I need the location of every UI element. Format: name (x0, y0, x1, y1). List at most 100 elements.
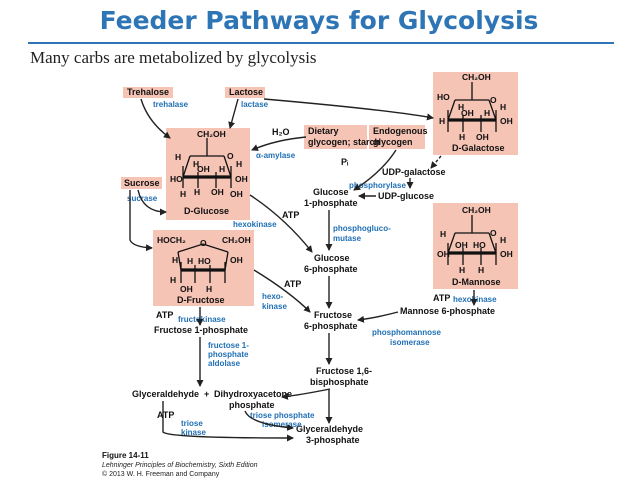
galactose-h3: H (484, 108, 490, 118)
d-mannose-box (433, 203, 518, 289)
mannose-h4: H (478, 265, 484, 275)
fructose-1-phosphate-label: Fructose 1-phosphate (154, 325, 248, 335)
phosphoglucomutase-label-2: mutase (333, 234, 362, 243)
phosphomannose-isomerase-label-1: phosphomannose (372, 328, 441, 337)
aldolase-label-3: aldolase (208, 359, 241, 368)
lactose-label: Lactose (229, 87, 263, 97)
glucose-1-phosphate-label-1: Glucose (313, 187, 349, 197)
aldolase-label-1: fructose 1- (208, 341, 249, 350)
d-fructose-box (153, 230, 254, 306)
fructose-ho: HO (198, 256, 211, 266)
d-galactose-label: D-Galactose (452, 143, 505, 153)
endogenous-glycogen-box (369, 125, 425, 149)
glyceraldehyde-label: Glyceraldehyde (132, 389, 199, 399)
glucose-ch2oh: CH₂OH (197, 129, 226, 139)
g3p-label-1: Glyceraldehyde (296, 424, 363, 434)
glucose-h3: H (236, 159, 242, 169)
sucrose-label: Sucrose (124, 178, 160, 188)
tpi-label-1: triose phosphate (250, 411, 315, 420)
atp-label-5: ATP (433, 293, 450, 303)
d-galactose-box (433, 72, 518, 155)
hexokinase-label-1: hexokinase (233, 220, 277, 229)
trehalose-label: Trehalose (127, 87, 169, 97)
triose-kinase-label-2: kinase (181, 428, 206, 437)
fructose-6-phosphate-label-2: 6-phosphate (304, 321, 358, 331)
mannose-ch2oh: CH₂OH (462, 205, 491, 215)
glucose-1-phosphate-label-2: 1-phosphate (304, 198, 358, 208)
trehalose-box (123, 87, 173, 98)
hexokinase-label-2b: kinase (262, 302, 287, 311)
arrow-dhap-g3p (244, 410, 294, 431)
fructose-oh1: OH (230, 255, 243, 265)
galactose-ch2oh: CH₂OH (462, 72, 491, 82)
fructose-oh2: OH (180, 284, 193, 294)
figure-number: Figure 14-11 (102, 451, 149, 460)
fructose-hoch2: HOCH₂ (157, 235, 186, 245)
galactose-ho: HO (437, 92, 450, 102)
glucose-o: O (227, 151, 234, 161)
pi-label: Pᵢ (341, 157, 349, 167)
atp-label-1: ATP (282, 210, 299, 220)
glucose-h1: H (175, 152, 181, 162)
arrow-sucrose-glucose (137, 189, 167, 216)
g3p-label-2: 3-phosphate (306, 435, 360, 445)
plus-sign: + (204, 389, 209, 399)
d-glucose-box (166, 128, 250, 220)
d-mannose-label: D-Mannose (452, 277, 501, 287)
arrow-fructose-f6p (253, 269, 311, 313)
mannose-6-phosphate-label: Mannose 6-phosphate (400, 306, 495, 316)
galactose-ring (447, 82, 497, 132)
hexokinase-label-3: hexokinase (453, 295, 497, 304)
fructose-6-phosphate-label-1: Fructose (314, 310, 352, 320)
glucose-h2: H (193, 159, 199, 169)
glucose-h6: H (180, 189, 186, 199)
glucose-oh3: OH (211, 187, 224, 197)
figure-copyright: © 2013 W. H. Freeman and Company (102, 470, 220, 478)
amylase-label: α-amylase (256, 151, 296, 160)
arrow-glycogen-g1p (353, 149, 397, 191)
aldolase-label-2: phosphate (208, 350, 249, 359)
title-underline (28, 42, 614, 44)
arrow-fbp-dhap (281, 388, 331, 400)
galactose-oh2: OH (500, 116, 513, 126)
arrow-sucrose-fructose (129, 190, 153, 252)
atp-label-2: ATP (284, 279, 301, 289)
arrow-glucose-g6p (249, 194, 313, 253)
phosphoglucomutase-label-1: phosphogluco- (333, 224, 391, 233)
figure-source: Lehninger Principles of Biochemistry, Si… (102, 462, 258, 469)
mannose-oh1: OH (455, 240, 468, 250)
phosphorylase-label: phosphorylase (349, 181, 406, 190)
udp-galactose-label: UDP-galactose (382, 167, 446, 177)
dietary-label-2: glycogen; starch (308, 137, 380, 147)
mannose-oh2: OH (437, 249, 450, 259)
tpi-label-2: isomerase (262, 420, 302, 429)
galactose-h2: H (500, 102, 506, 112)
glucose-oh1: OH (197, 164, 210, 174)
dhap-label-1: Dihydroxyacetone (214, 389, 292, 399)
galactose-h4: H (439, 116, 445, 126)
arrow-lactose-glucose (228, 98, 239, 129)
atp-label-3: ATP (156, 310, 173, 320)
mannose-h1: H (440, 229, 446, 239)
d-fructose-label: D-Fructose (177, 295, 225, 305)
h2o-label: H₂O (272, 127, 290, 137)
fructose-h1: H (172, 255, 178, 265)
sucrose-box (121, 177, 162, 189)
slide-subtitle: Many carbs are metabolized by glycolysis (30, 48, 317, 67)
fructose-h2: H (187, 256, 193, 266)
arrow-trehalose-glucose (140, 98, 171, 139)
sucrase-label: sucrase (127, 194, 158, 203)
dhap-label-2: phosphate (229, 400, 275, 410)
mannose-h3: H (459, 265, 465, 275)
glucose-6-phosphate-label-1: Glucose (314, 253, 350, 263)
slide-title: Feeder Pathways for Glycolysis (99, 6, 539, 35)
glucose-h5: H (194, 187, 200, 197)
glucose-ho: HO (170, 174, 183, 184)
mannose-oh3: OH (500, 249, 513, 259)
fructose-bisphosphate-label-2: bisphosphate (310, 377, 369, 387)
glucose-oh4: OH (230, 189, 243, 199)
udp-glucose-label: UDP-glucose (378, 191, 434, 201)
fructose-o: O (200, 238, 207, 248)
